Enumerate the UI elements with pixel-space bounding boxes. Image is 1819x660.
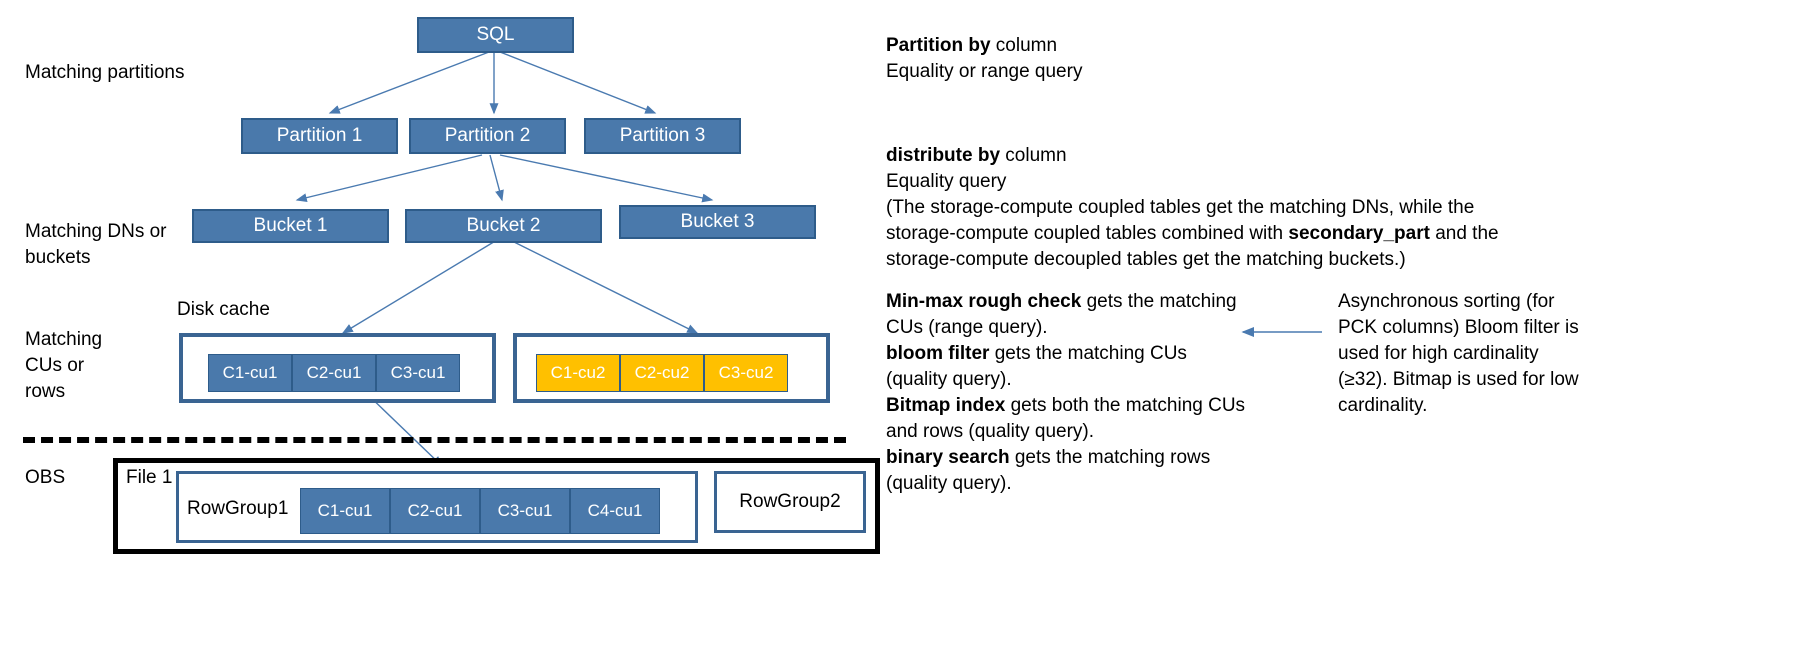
stage-label-matching-partitions: Matching partitions bbox=[25, 62, 185, 83]
stage-label-matching-cus-rows: Matching CUs or rows bbox=[25, 329, 103, 402]
note-binary-search-bold: binary search bbox=[886, 447, 1010, 468]
note-partition-by-line2: Equality or range query bbox=[886, 61, 1083, 82]
disk-cache-group-right: C1-cu2 C2-cu2 C3-cu2 bbox=[513, 333, 830, 403]
rowgroup1-box: RowGroup1 C1-cu1 C2-cu1 C3-cu1 C4-cu1 bbox=[176, 471, 698, 543]
disk-cache-group-left: C1-cu1 C2-cu1 C3-cu1 bbox=[179, 333, 496, 403]
note-secondary-part: secondary_part bbox=[1288, 223, 1430, 244]
note-distribute-by: distribute by column Equality query (The… bbox=[886, 143, 1546, 273]
note-distribute-by-line2: Equality query bbox=[886, 171, 1007, 192]
node-partition-1[interactable]: Partition 1 bbox=[241, 118, 398, 154]
note-distribute-by-rest: column bbox=[1000, 145, 1067, 166]
node-sql[interactable]: SQL bbox=[417, 17, 574, 53]
note-distribute-by-paren: (The storage-compute coupled tables get … bbox=[886, 195, 1546, 273]
node-bucket-1[interactable]: Bucket 1 bbox=[192, 209, 389, 243]
cu-chip-yellow[interactable]: C2-cu2 bbox=[620, 354, 704, 392]
note-bitmap-text: gets both the matching CUs and rows (qua… bbox=[886, 395, 1246, 442]
note-partition-by: Partition by column Equality or range qu… bbox=[886, 33, 1586, 85]
note-binary-search-text: gets the matching rows (quality query). bbox=[886, 447, 1211, 494]
node-bucket-3[interactable]: Bucket 3 bbox=[619, 205, 816, 239]
cu-chip[interactable]: C3-cu1 bbox=[376, 354, 460, 392]
rowgroup2-box: RowGroup2 bbox=[714, 471, 866, 533]
note-filters: Min-max rough check gets the matching CU… bbox=[886, 289, 1246, 497]
note-minmax-text: gets the matching CUs (range query). bbox=[886, 291, 1237, 338]
note-partition-by-bold: Partition by bbox=[886, 35, 991, 56]
cu-chip[interactable]: C2-cu1 bbox=[390, 488, 480, 534]
note-partition-by-rest: column bbox=[990, 35, 1058, 56]
note-bloom-bold: bloom filter bbox=[886, 343, 990, 364]
obs-container: File 1 RowGroup1 C1-cu1 C2-cu1 C3-cu1 C4… bbox=[113, 458, 880, 554]
cu-chip[interactable]: C2-cu1 bbox=[292, 354, 376, 392]
note-distribute-by-bold: distribute by bbox=[886, 145, 1001, 166]
storage-compute-separator bbox=[23, 437, 846, 443]
stage-label-matching-dns-buckets: Matching DNs or buckets bbox=[25, 221, 167, 268]
note-bloom-text: gets the matching CUs (quality query). bbox=[886, 343, 1187, 390]
rowgroup2-label: RowGroup2 bbox=[739, 491, 841, 512]
obs-file-label: File 1 bbox=[126, 467, 173, 488]
stage-label-obs: OBS bbox=[25, 467, 66, 488]
node-bucket-2[interactable]: Bucket 2 bbox=[405, 209, 602, 243]
node-partition-3[interactable]: Partition 3 bbox=[584, 118, 741, 154]
cu-chip[interactable]: C3-cu1 bbox=[480, 488, 570, 534]
note-distribute-by-b: and the storage-compute decoupled tables… bbox=[886, 223, 1499, 270]
node-partition-2[interactable]: Partition 2 bbox=[409, 118, 566, 154]
note-sidenote: Asynchronous sorting (for PCK columns) B… bbox=[1338, 291, 1579, 416]
rowgroup1-label: RowGroup1 bbox=[187, 498, 289, 519]
cu-chip[interactable]: C1-cu1 bbox=[208, 354, 292, 392]
note-distribute-by-a: (The storage-compute coupled tables get … bbox=[886, 197, 1475, 244]
cu-chip[interactable]: C1-cu1 bbox=[300, 488, 390, 534]
note-bitmap-bold: Bitmap index bbox=[886, 395, 1006, 416]
cu-chip[interactable]: C4-cu1 bbox=[570, 488, 660, 534]
cu-chip-yellow[interactable]: C3-cu2 bbox=[704, 354, 788, 392]
cu-chip-yellow[interactable]: C1-cu2 bbox=[536, 354, 620, 392]
disk-cache-label: Disk cache bbox=[177, 299, 270, 320]
note-minmax-bold: Min-max rough check bbox=[886, 291, 1082, 312]
